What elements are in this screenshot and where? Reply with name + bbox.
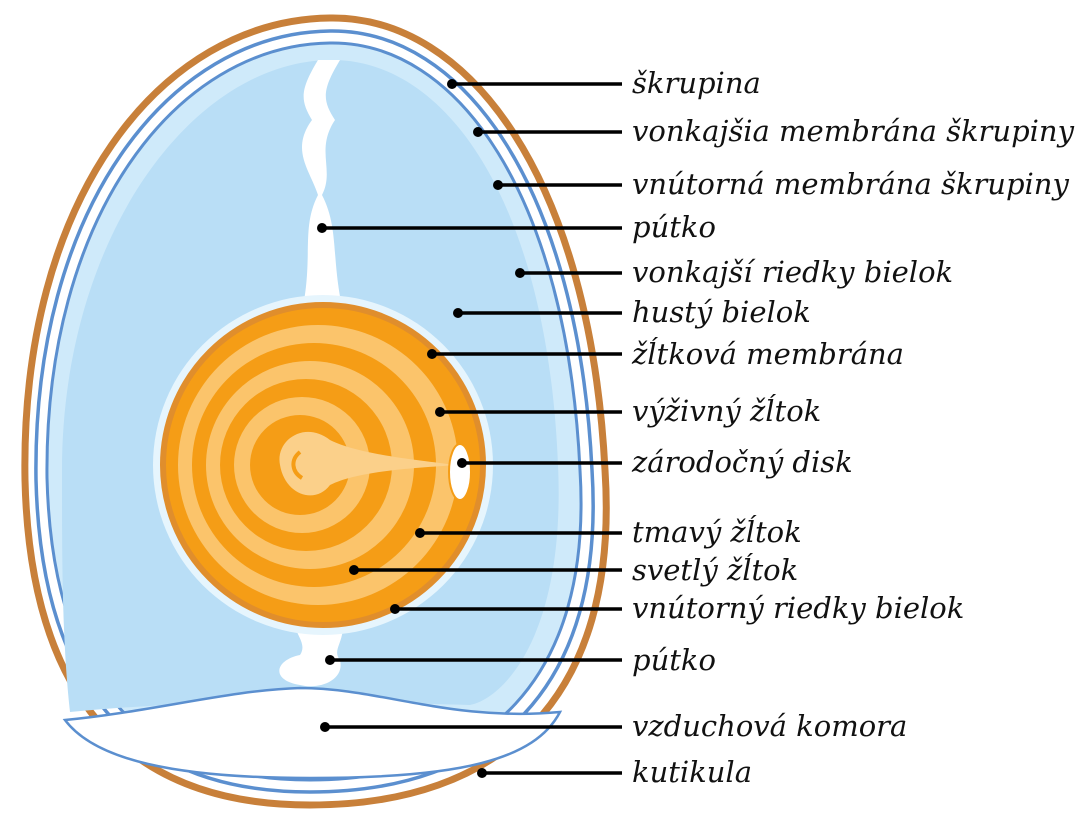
air-cell <box>62 686 563 780</box>
label-light-yolk: svetlý žĺtok <box>632 552 798 587</box>
label-inner-thin-albumen: vnútorný riedky bielok <box>632 591 964 625</box>
callout-dark-yolk: tmavý žĺtok <box>415 514 802 549</box>
label-nutritive-yolk: výživný žĺtok <box>632 393 821 428</box>
leader-dot <box>457 458 467 468</box>
leader-dot <box>493 180 503 190</box>
label-chalaza-top: pútko <box>632 210 716 244</box>
label-chalaza-bottom: pútko <box>632 643 716 677</box>
label-vitelline-membrane: žĺtková membrána <box>631 336 904 371</box>
latebra <box>279 431 455 496</box>
leader-dot <box>427 349 437 359</box>
label-air-cell: vzduchová komora <box>632 709 907 743</box>
leader-dot <box>435 407 445 417</box>
callout-thick-albumen: hustý bielok <box>453 295 811 329</box>
leader-dot <box>317 223 327 233</box>
callout-cuticle: kutikula <box>477 755 752 789</box>
callout-shell: škrupina <box>447 66 761 100</box>
leader-dot <box>453 308 463 318</box>
leader-dot <box>415 528 425 538</box>
leader-dot <box>349 565 359 575</box>
label-shell: škrupina <box>632 66 761 100</box>
label-outer-thin-albumen: vonkajší riedky bielok <box>632 255 953 289</box>
leader-dot <box>473 127 483 137</box>
leader-dot <box>320 722 330 732</box>
label-inner-shell-membrane: vnútorná membrána škrupiny <box>632 167 1069 201</box>
label-germinal-disc: zárodočný disk <box>631 445 853 479</box>
callout-labels: škrupina vonkajšia membrána škrupiny vnúto… <box>317 66 1075 789</box>
leader-dot <box>477 768 487 778</box>
callout-outer-thin-albumen: vonkajší riedky bielok <box>515 255 953 289</box>
callout-chalaza-top: pútko <box>317 210 716 244</box>
label-dark-yolk: tmavý žĺtok <box>632 514 802 549</box>
leader-dot <box>325 655 335 665</box>
label-outer-shell-membrane: vonkajšia membrána škrupiny <box>632 114 1075 148</box>
leader-dot <box>515 268 525 278</box>
callout-light-yolk: svetlý žĺtok <box>349 552 798 587</box>
callout-chalaza-bottom: pútko <box>325 643 716 677</box>
callout-air-cell: vzduchová komora <box>320 709 907 743</box>
callout-inner-shell-membrane: vnútorná membrána škrupiny <box>493 167 1069 201</box>
label-thick-albumen: hustý bielok <box>632 295 811 329</box>
callout-nutritive-yolk: výživný žĺtok <box>435 393 821 428</box>
callout-germinal-disc: zárodočný disk <box>457 445 853 479</box>
label-cuticle: kutikula <box>632 755 752 789</box>
callout-inner-thin-albumen: vnútorný riedky bielok <box>390 591 964 625</box>
leader-dot <box>390 604 400 614</box>
callout-outer-shell-membrane: vonkajšia membrána škrupiny <box>473 114 1075 148</box>
leader-dot <box>447 79 457 89</box>
germinal-disc <box>448 443 472 501</box>
chalaza-top <box>300 60 345 320</box>
yolk <box>160 302 486 628</box>
callout-vitelline-membrane: žĺtková membrána <box>427 336 904 371</box>
